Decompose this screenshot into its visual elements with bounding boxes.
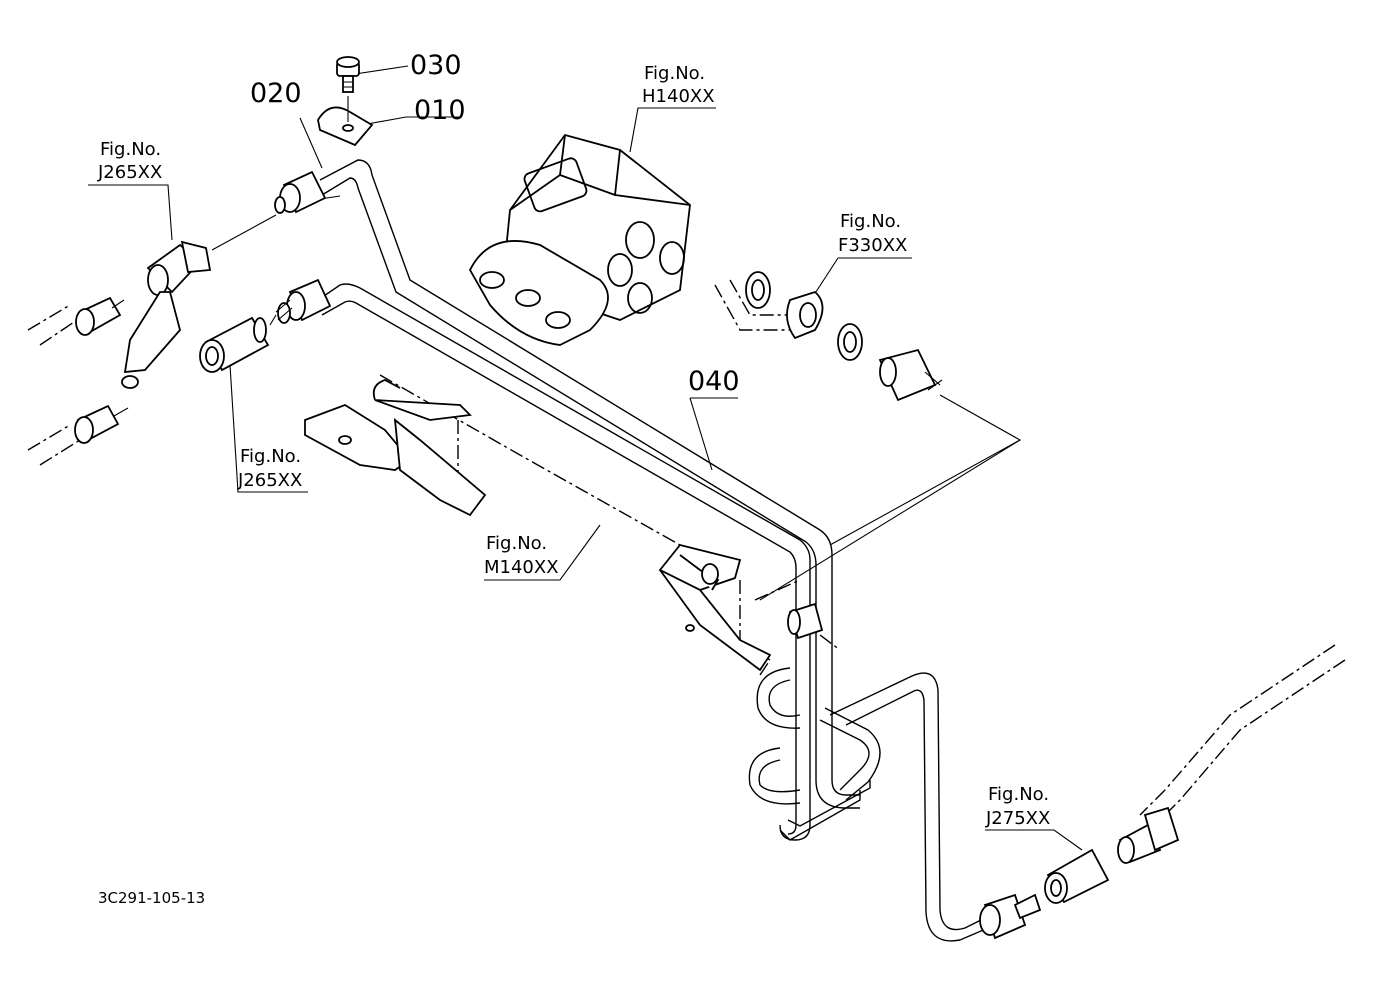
pipe-assembly bbox=[317, 159, 989, 942]
fitting-right bbox=[787, 602, 824, 640]
svg-text:H140XX: H140XX bbox=[642, 86, 715, 107]
svg-text:Fig.No.: Fig.No. bbox=[988, 784, 1049, 805]
drawing-code: 3C291-105-13 bbox=[98, 889, 205, 907]
svg-text:M140XX: M140XX bbox=[484, 557, 559, 578]
fig-ref-j265-top[interactable]: Fig.No. J265XX bbox=[97, 139, 162, 183]
callout-020: 020 bbox=[250, 78, 302, 109]
svg-text:J265XX: J265XX bbox=[237, 470, 302, 491]
svg-text:Fig.No.: Fig.No. bbox=[100, 139, 161, 160]
washer-set bbox=[745, 271, 943, 402]
fitting-020 bbox=[274, 170, 327, 214]
callout-040: 040 bbox=[688, 366, 740, 397]
svg-text:Fig.No.: Fig.No. bbox=[486, 533, 547, 554]
svg-text:Fig.No.: Fig.No. bbox=[644, 63, 705, 84]
figure-references: Fig.No. H140XX Fig.No. J265XX Fig.No. F3… bbox=[97, 63, 1050, 829]
part-callouts: 030 020 010 040 bbox=[250, 50, 740, 397]
fig-ref-m140[interactable]: Fig.No. M140XX bbox=[484, 533, 559, 578]
bracket-lower bbox=[658, 543, 772, 672]
fig-ref-j275[interactable]: Fig.No. J275XX bbox=[985, 784, 1050, 829]
svg-text:F330XX: F330XX bbox=[838, 235, 907, 256]
leader-lines bbox=[88, 65, 1083, 851]
svg-text:J265XX: J265XX bbox=[97, 162, 162, 183]
svg-text:J275XX: J275XX bbox=[985, 808, 1050, 829]
bolt-030 bbox=[336, 56, 360, 93]
elbow-fitting-left bbox=[74, 240, 212, 444]
fitting-lower bbox=[275, 278, 332, 324]
bracket-upper bbox=[304, 379, 487, 517]
callout-010: 010 bbox=[414, 95, 466, 126]
fitting-j275 bbox=[979, 806, 1180, 940]
clamp-010 bbox=[317, 96, 374, 147]
svg-text:Fig.No.: Fig.No. bbox=[240, 446, 301, 467]
svg-text:Fig.No.: Fig.No. bbox=[840, 211, 901, 232]
steering-unit bbox=[468, 133, 691, 346]
fig-ref-h140[interactable]: Fig.No. H140XX bbox=[642, 63, 715, 107]
fig-ref-f330[interactable]: Fig.No. F330XX bbox=[838, 211, 907, 256]
callout-030: 030 bbox=[410, 50, 462, 81]
fig-ref-j265-mid[interactable]: Fig.No. J265XX bbox=[237, 446, 302, 491]
straight-fitting-mid bbox=[199, 316, 270, 373]
